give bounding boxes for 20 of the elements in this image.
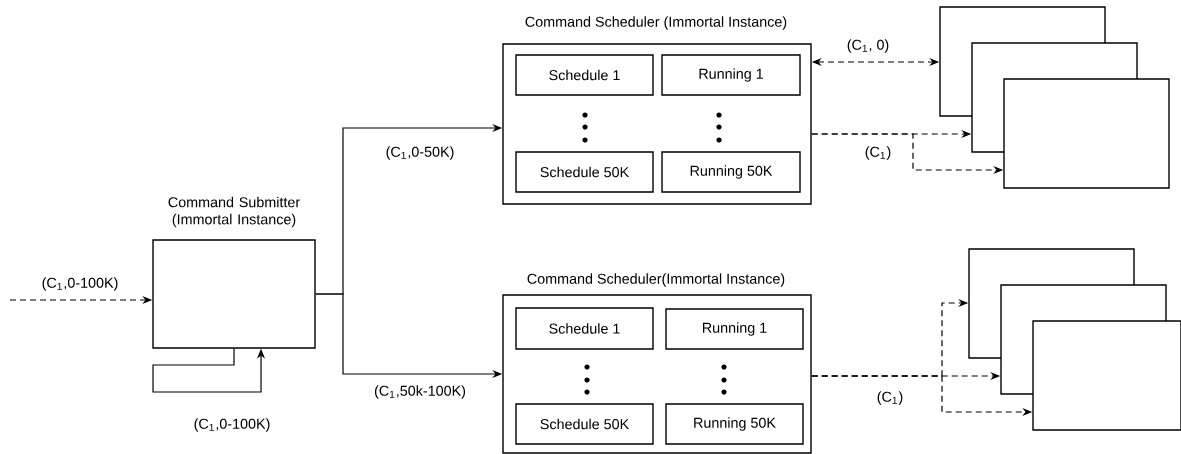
box-heading: Command Scheduler(Immortal Instance) <box>527 273 785 287</box>
edge-label: (C$_{1}$, 0) <box>844 37 892 55</box>
list-box: Running 1 <box>661 54 801 96</box>
list-box: Running 50K <box>661 151 801 193</box>
worker-box <box>1003 78 1170 189</box>
edge-label: (C$_{1}$,0-100K) <box>39 275 121 293</box>
list-box: Running 50K <box>665 403 804 445</box>
list-box: Schedule 50K <box>515 151 654 193</box>
edge-label: (C$_{1}$,50k-100K) <box>372 383 468 401</box>
edge-label: (C$_{1}$) <box>862 144 894 162</box>
edge-label: (C$_{1}$,0-100K) <box>191 416 273 434</box>
edge-label: (C$_{1}$) <box>874 389 906 407</box>
edge-label: (C$_{1}$,0-50K) <box>383 144 457 162</box>
list-box: Schedule 50K <box>515 403 654 445</box>
list-box: Running 1 <box>665 308 804 350</box>
box-heading: Command Submitter (Immortal Instance) <box>168 196 300 228</box>
list-box: Schedule 1 <box>515 307 654 350</box>
list-box: Schedule 1 <box>515 54 654 96</box>
box-heading: Command Scheduler (Immortal Instance) <box>525 16 787 30</box>
worker-box <box>1032 320 1181 431</box>
